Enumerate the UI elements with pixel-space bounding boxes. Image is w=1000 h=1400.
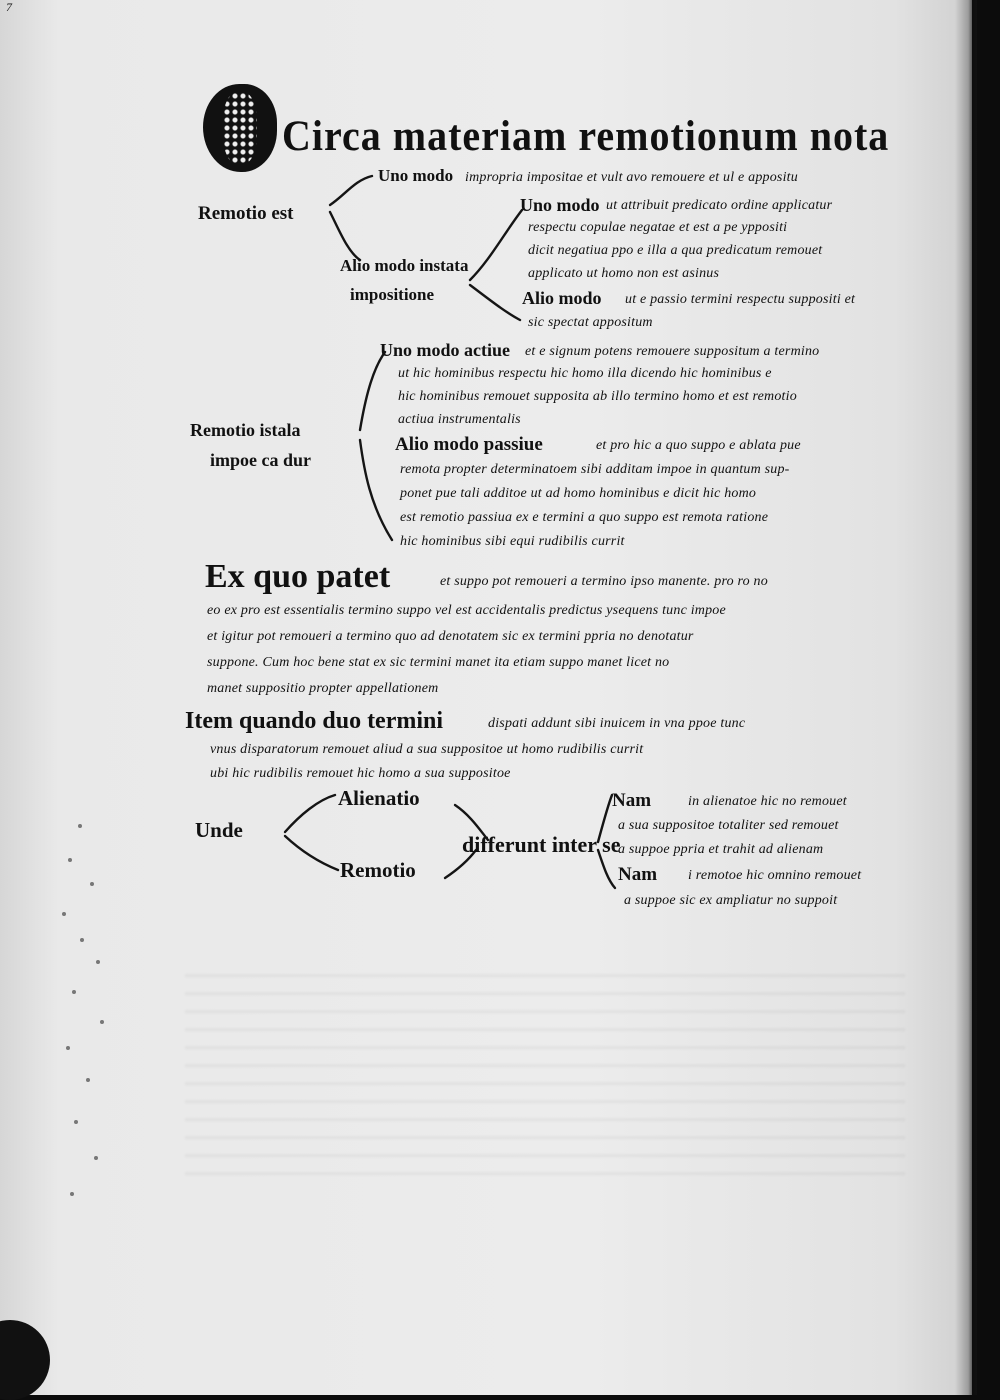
sub-uno-line-2: respectu copulae negatae et est a pe ypp…: [528, 220, 788, 235]
nam1-line-1: in alienatoe hic no remouet: [688, 794, 847, 809]
actiue-line-1: et e signum potens remouere suppositum a…: [525, 344, 820, 359]
item-line-3: ubi hic rudibilis remouet hic homo a sua…: [210, 766, 511, 781]
nam1-line-2: a sua suppositoe totaliter sed remouet: [618, 818, 839, 833]
passiue-line-2: remota propter determinatoem sibi addita…: [400, 462, 790, 477]
uno-modo-label: Uno modo: [378, 166, 454, 185]
nam-label-2: Nam: [618, 864, 658, 885]
ex-quo-line-2: eo ex pro est essentialis termino suppo …: [207, 603, 726, 618]
show-through-text: [185, 960, 905, 1190]
ex-quo-line-1: et suppo pot remoueri a termino ipso man…: [440, 574, 768, 589]
sub-alio-line-1: ut e passio termini respectu suppositi e…: [625, 292, 856, 307]
passiue-line-5: hic hominibus sibi equi rudibilis currit: [400, 534, 625, 549]
sub-uno-line-3: dicit negatiua ppo e illa a qua predicat…: [528, 243, 823, 258]
unde-label: Unde: [195, 818, 243, 842]
manuscript-page: [0, 0, 972, 1395]
remotio-label: Remotio: [340, 858, 416, 882]
ex-quo-heading: Ex quo patet: [205, 558, 391, 595]
remotio-istala-label-2: impoe ca dur: [210, 450, 311, 470]
nam2-line-1: i remotoe hic omnino remouet: [688, 868, 862, 883]
alio-modo-passiue-label: Alio modo passiue: [395, 434, 543, 455]
remotio-root-label: Remotio est: [198, 203, 294, 224]
sub-uno-line-4: applicato ut homo non est asinus: [528, 266, 720, 281]
item-line-1: dispati addunt sibi inuicem in vna ppoe …: [488, 716, 746, 731]
item-line-2: vnus disparatorum remouet aliud a sua su…: [210, 742, 644, 757]
margin-prickings: [50, 820, 120, 1200]
nam-label-1: Nam: [612, 790, 652, 811]
sub-uno-line-1: ut attribuit predicato ordine applicatur: [606, 198, 833, 213]
nam2-line-2: a suppoe sic ex ampliatur no suppoit: [624, 893, 838, 908]
actiue-line-3: hic hominibus remouet supposita ab illo …: [398, 389, 797, 404]
sub-alio-modo-label: Alio modo: [522, 288, 602, 308]
folio-mark: 7: [6, 0, 13, 14]
actiue-line-4: actiua instrumentalis: [398, 412, 521, 427]
decorated-initial: [203, 84, 277, 172]
ex-quo-line-4: suppone. Cum hoc bene stat ex sic termin…: [207, 655, 670, 670]
passiue-line-1: et pro hic a quo suppo e ablata pue: [596, 438, 801, 453]
uno-modo-actiue-label: Uno modo actiue: [380, 340, 510, 360]
actiue-line-2: ut hic hominibus respectu hic homo illa …: [398, 366, 772, 381]
sub-uno-modo-label: Uno modo: [520, 195, 600, 215]
item-heading: Item quando duo termini: [185, 708, 444, 734]
differunt-label: differunt inter se: [462, 832, 621, 857]
alio-modo-label-1: Alio modo instata: [340, 256, 469, 275]
page-title: Circa materiam remotionum nota: [282, 111, 890, 160]
alienatio-label: Alienatio: [338, 786, 420, 810]
ex-quo-line-5: manet suppositio propter appellationem: [207, 681, 439, 696]
remotio-istala-label-1: Remotio istala: [190, 420, 301, 440]
alio-modo-label-2: impositione: [350, 285, 435, 304]
uno-modo-text: impropria impositae et vult avo remouere…: [465, 170, 798, 185]
page-edge-shadow: [955, 0, 977, 1395]
ex-quo-line-3: et igitur pot remoueri a termino quo ad …: [207, 629, 694, 644]
nam1-line-3: a suppoe ppria et trahit ad alienam: [618, 842, 824, 857]
sub-alio-line-2: sic spectat appositum: [528, 315, 653, 330]
passiue-line-3: ponet pue tali additoe ut ad homo homini…: [400, 486, 757, 501]
passiue-line-4: est remotio passiua ex e termini a quo s…: [400, 510, 769, 525]
